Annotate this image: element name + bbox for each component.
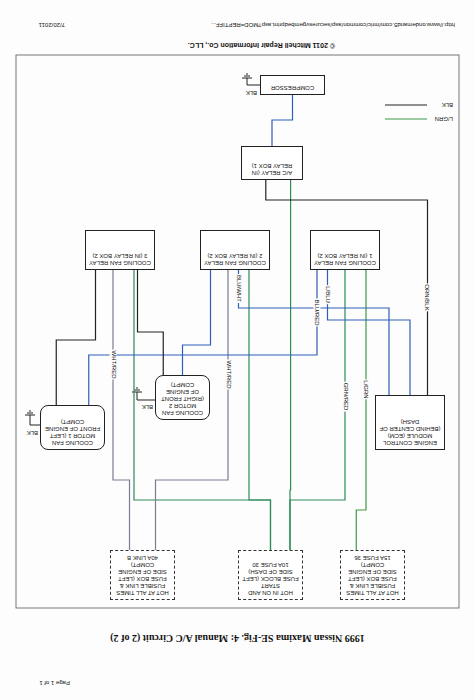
fan-motor: COOLING FAN MOTOR 2 (RIGHT FRONT OF ENGI… xyxy=(155,375,210,420)
wire-color-code: ORN/BLK xyxy=(424,283,431,311)
wire-color-code: BLU/WHT xyxy=(235,275,242,304)
fan-motor: COOLING FAN MOTOR 1 (LEFT FRONT OF ENGIN… xyxy=(40,405,105,450)
relay-box: COOLING FAN RELAY 1 (IN RELAY BOX 2) xyxy=(310,230,380,270)
wire xyxy=(56,270,95,405)
component-label: FUSE BLOCK (LEFT SIDE OF DASH) xyxy=(242,568,299,582)
diagram-title: 1999 Nissan Maxima SE-Fig. 4: Manual A/C… xyxy=(0,633,475,644)
wire-color-code: WHT/RED xyxy=(110,350,117,380)
component-label: 40A LINK B xyxy=(114,554,171,561)
component-label: HOT AT ALL TIMES xyxy=(114,589,171,596)
drawing-frame xyxy=(16,55,459,608)
wire-color-code: BLK xyxy=(442,101,453,108)
wire xyxy=(328,270,411,395)
wire-color-code: BLK xyxy=(27,429,38,436)
wire xyxy=(156,270,229,550)
component-label: HOT IN ON AND START xyxy=(242,582,299,596)
component-label: FUSIBLE LINK & FUSE BOX (LEFT SIDE OF EN… xyxy=(114,561,171,589)
wire xyxy=(249,270,271,550)
wire xyxy=(290,270,345,550)
control-module: ENGINE CONTROL MODULE (ECM) (BEHIND CENT… xyxy=(375,395,445,450)
wire-color-code: L/BLU xyxy=(324,286,331,305)
component-label: COOLING FAN RELAY 1 (IN RELAY BOX 2) xyxy=(314,252,376,266)
component-label: COMPRESSOR xyxy=(264,84,321,91)
wire xyxy=(113,270,130,550)
wire-color-code: BLK xyxy=(142,403,153,410)
print-footer: http://www.ondemand5.com/mric/common/asp… xyxy=(211,21,455,28)
wire xyxy=(138,270,164,375)
component-label: 15A FUSE 36 xyxy=(344,554,401,561)
fuse-box: HOT AT ALL TIMESFUSIBLE LINK & FUSE BOX … xyxy=(110,550,175,600)
component-label: COOLING FAN RELAY 3 (IN RELAY BOX 2) xyxy=(89,252,151,266)
component-label: COOLING FAN MOTOR 2 (RIGHT FRONT OF ENGI… xyxy=(159,381,206,416)
wire xyxy=(356,270,366,550)
wire-color-code: BLK xyxy=(246,89,257,96)
wire-color-code: BLU/RED xyxy=(313,298,320,326)
component-label: ENGINE CONTROL MODULE (ECM) (BEHIND CENT… xyxy=(379,418,441,446)
wire xyxy=(266,180,428,395)
relay-box: A/C RELAY (IN RELAY BOX 1) xyxy=(241,146,303,180)
component-label: HOT AT ALL TIMES xyxy=(344,589,401,596)
compressor: COMPRESSOR xyxy=(260,75,325,95)
relay-box: COOLING FAN RELAY 2 (IN RELAY BOX 2) xyxy=(200,230,270,270)
component-label: COOLING FAN RELAY 2 (IN RELAY BOX 2) xyxy=(204,252,266,266)
fuse-box: HOT AT ALL TIMESFUSIBLE LINK & FUSE BOX … xyxy=(340,550,405,600)
print-footer: © 2011 Mitchell Repair Information Co., … xyxy=(188,41,335,49)
wire xyxy=(183,270,211,375)
component-label: 10A FUSE 30 xyxy=(242,561,299,568)
fuse-box: HOT IN ON AND STARTFUSE BLOCK (LEFT SIDE… xyxy=(238,550,303,600)
wire-color-code: WHT/RED xyxy=(225,360,232,390)
wire xyxy=(239,270,390,395)
wire xyxy=(289,180,291,550)
component-label: COOLING FAN MOTOR 1 (LEFT FRONT OF ENGIN… xyxy=(44,418,101,446)
continuation-wires xyxy=(385,105,427,119)
print-footer: 7/20/2011 xyxy=(39,21,65,28)
wire-color-code: GRN/RED xyxy=(342,382,349,412)
component-label: A/C RELAY (IN RELAY BOX 1) xyxy=(245,162,299,176)
wire-color-code: L/GRN xyxy=(362,380,369,400)
wire xyxy=(272,95,293,146)
wire xyxy=(134,270,271,550)
page-number: Page 1 of 1 xyxy=(39,679,70,686)
wire-color-code: L/GRN xyxy=(435,115,453,122)
component-label: FUSIBLE LINK & FUSE BOX (LEFT SIDE OF EN… xyxy=(344,561,401,589)
relay-box: COOLING FAN RELAY 3 (IN RELAY BOX 2) xyxy=(85,230,155,270)
